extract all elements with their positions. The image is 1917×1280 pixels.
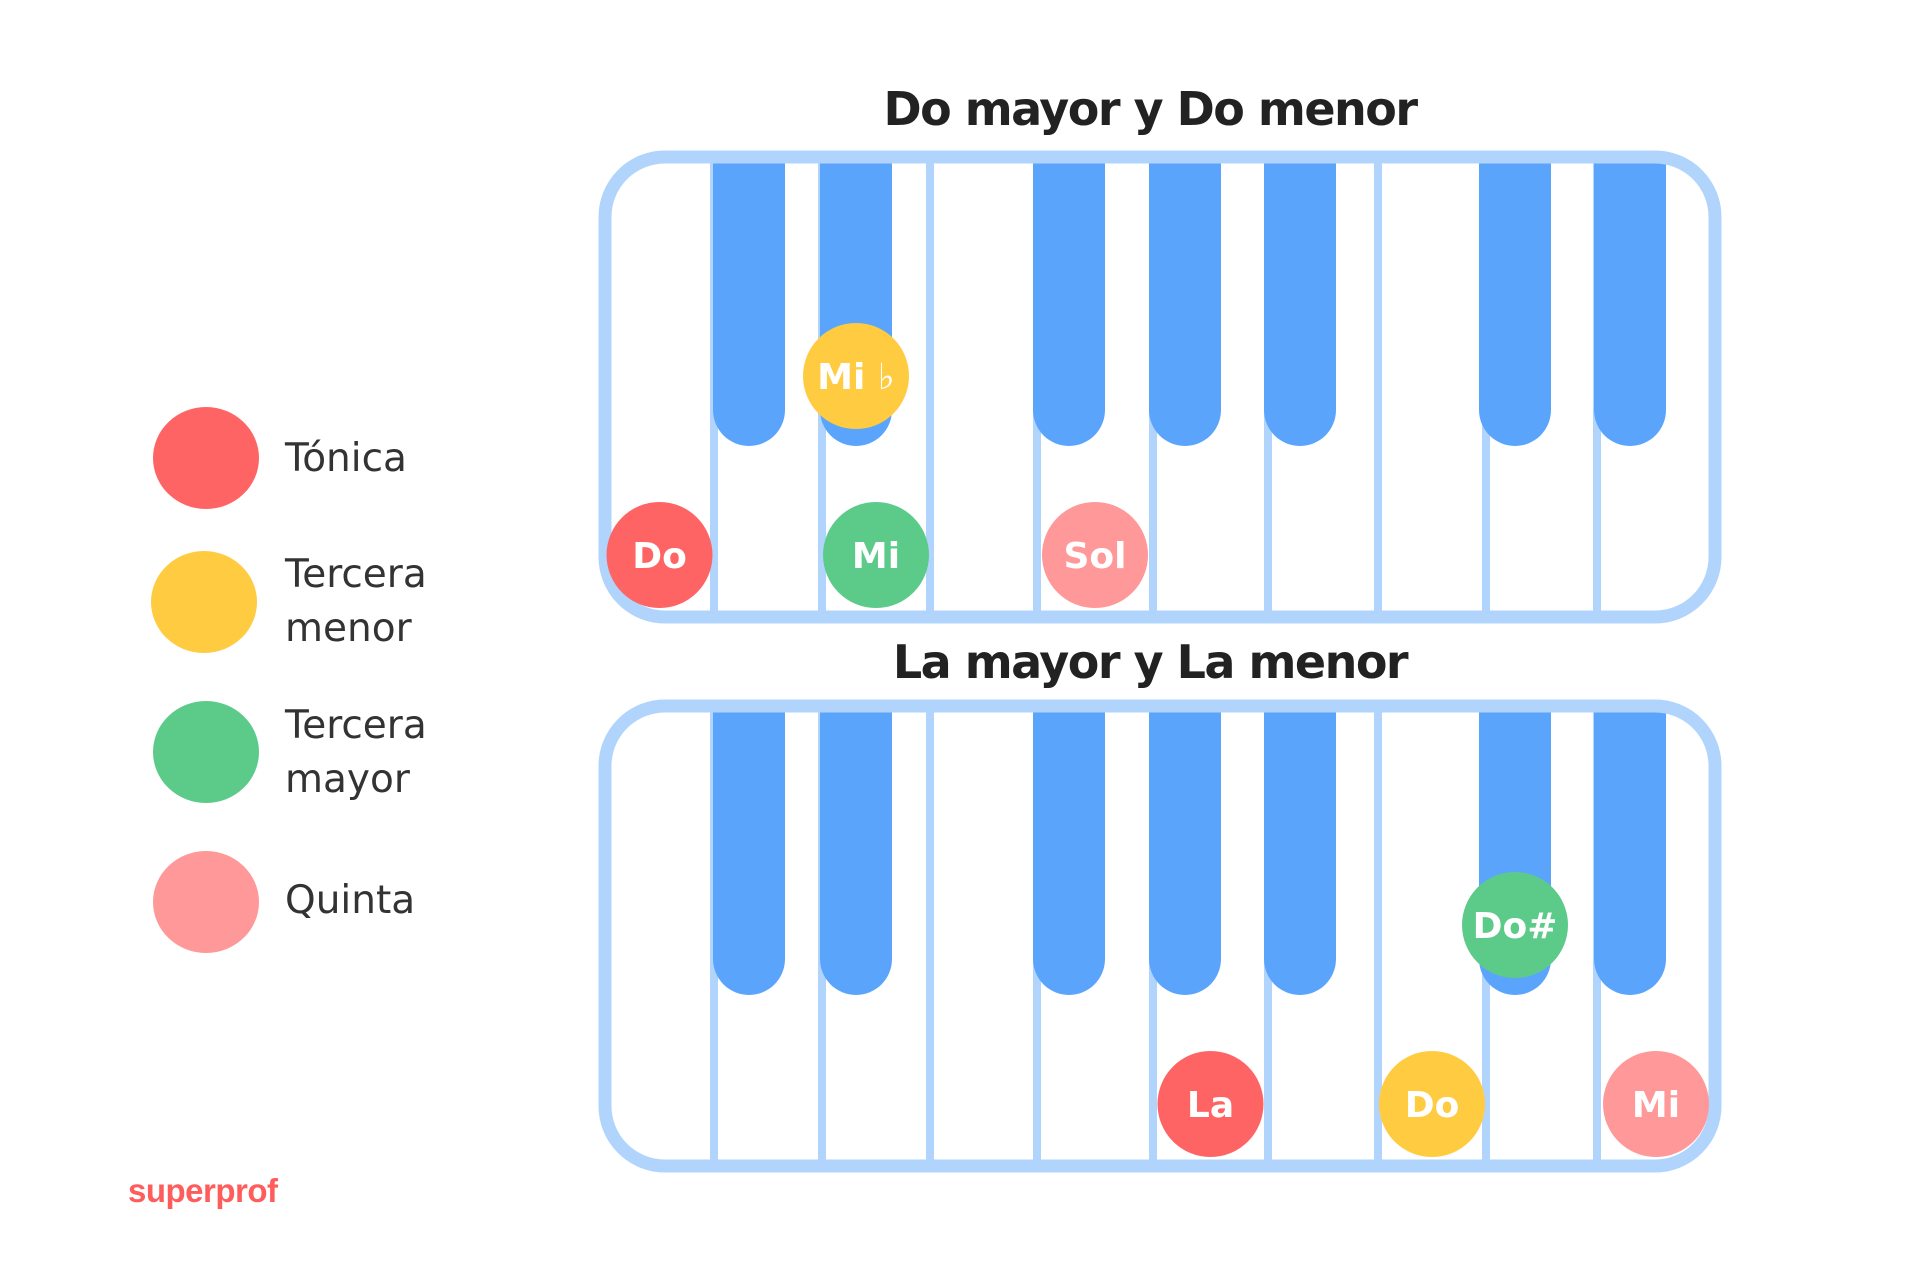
black-key[interactable] — [713, 157, 785, 446]
black-key[interactable] — [1033, 706, 1105, 995]
note-marker-tercera-mayor — [823, 502, 929, 608]
black-key[interactable] — [1264, 706, 1336, 995]
legend-label-tercera-mayor: Tercera mayor — [285, 703, 427, 802]
note-label: La — [1187, 1085, 1234, 1126]
black-key[interactable] — [1594, 157, 1666, 446]
keyboard-frame — [598, 150, 1722, 624]
legend-dot-tercera-mayor — [153, 701, 259, 803]
note-label: Sol — [1064, 536, 1127, 577]
legend-dot-tonica — [153, 407, 259, 509]
note-label: Mi — [852, 536, 900, 577]
legend-label-tonica: Tónica — [285, 436, 407, 481]
note-label: Mi — [1632, 1085, 1680, 1126]
note-label: Do# — [1473, 906, 1558, 947]
note-label: Mi ♭ — [817, 357, 895, 398]
black-key[interactable] — [1264, 157, 1336, 446]
black-key[interactable] — [1594, 706, 1666, 995]
black-key[interactable] — [1479, 157, 1551, 446]
note-marker-tonica — [606, 502, 713, 608]
black-key[interactable] — [713, 706, 785, 995]
keyboard-frame — [598, 699, 1722, 1173]
keyboard-la: La Do# Do Mi — [598, 699, 1722, 1173]
black-key[interactable] — [1149, 706, 1221, 995]
black-key[interactable] — [820, 706, 892, 995]
legend-label-tercera-menor: Tercera menor — [285, 552, 427, 651]
note-marker-tercera-menor — [1379, 1051, 1485, 1157]
superprof-logo: superprof — [128, 1172, 278, 1209]
white-key-divider — [926, 157, 934, 617]
note-label: Do — [1405, 1085, 1460, 1126]
white-key-divider — [1374, 157, 1382, 617]
note-marker-tonica — [1157, 1051, 1264, 1157]
keyboard-title-la: La mayor y La menor — [892, 635, 1409, 689]
note-marker-tercera-menor — [803, 323, 909, 429]
white-key-divider — [926, 706, 934, 1166]
black-key[interactable] — [1033, 157, 1105, 446]
note-marker-quinta — [1603, 1051, 1709, 1157]
legend-label-quinta: Quinta — [285, 878, 416, 923]
note-marker-quinta — [1042, 502, 1148, 608]
note-label: Do — [632, 536, 687, 577]
keyboard-title-do: Do mayor y Do menor — [883, 82, 1418, 136]
note-marker-tercera-mayor — [1462, 872, 1568, 978]
keyboard-do: Do Mi ♭ Mi Sol — [598, 150, 1722, 624]
white-key-divider — [1374, 706, 1382, 1166]
black-key[interactable] — [1149, 157, 1221, 446]
legend-dot-tercera-menor — [151, 551, 257, 653]
legend-dot-quinta — [153, 851, 259, 953]
